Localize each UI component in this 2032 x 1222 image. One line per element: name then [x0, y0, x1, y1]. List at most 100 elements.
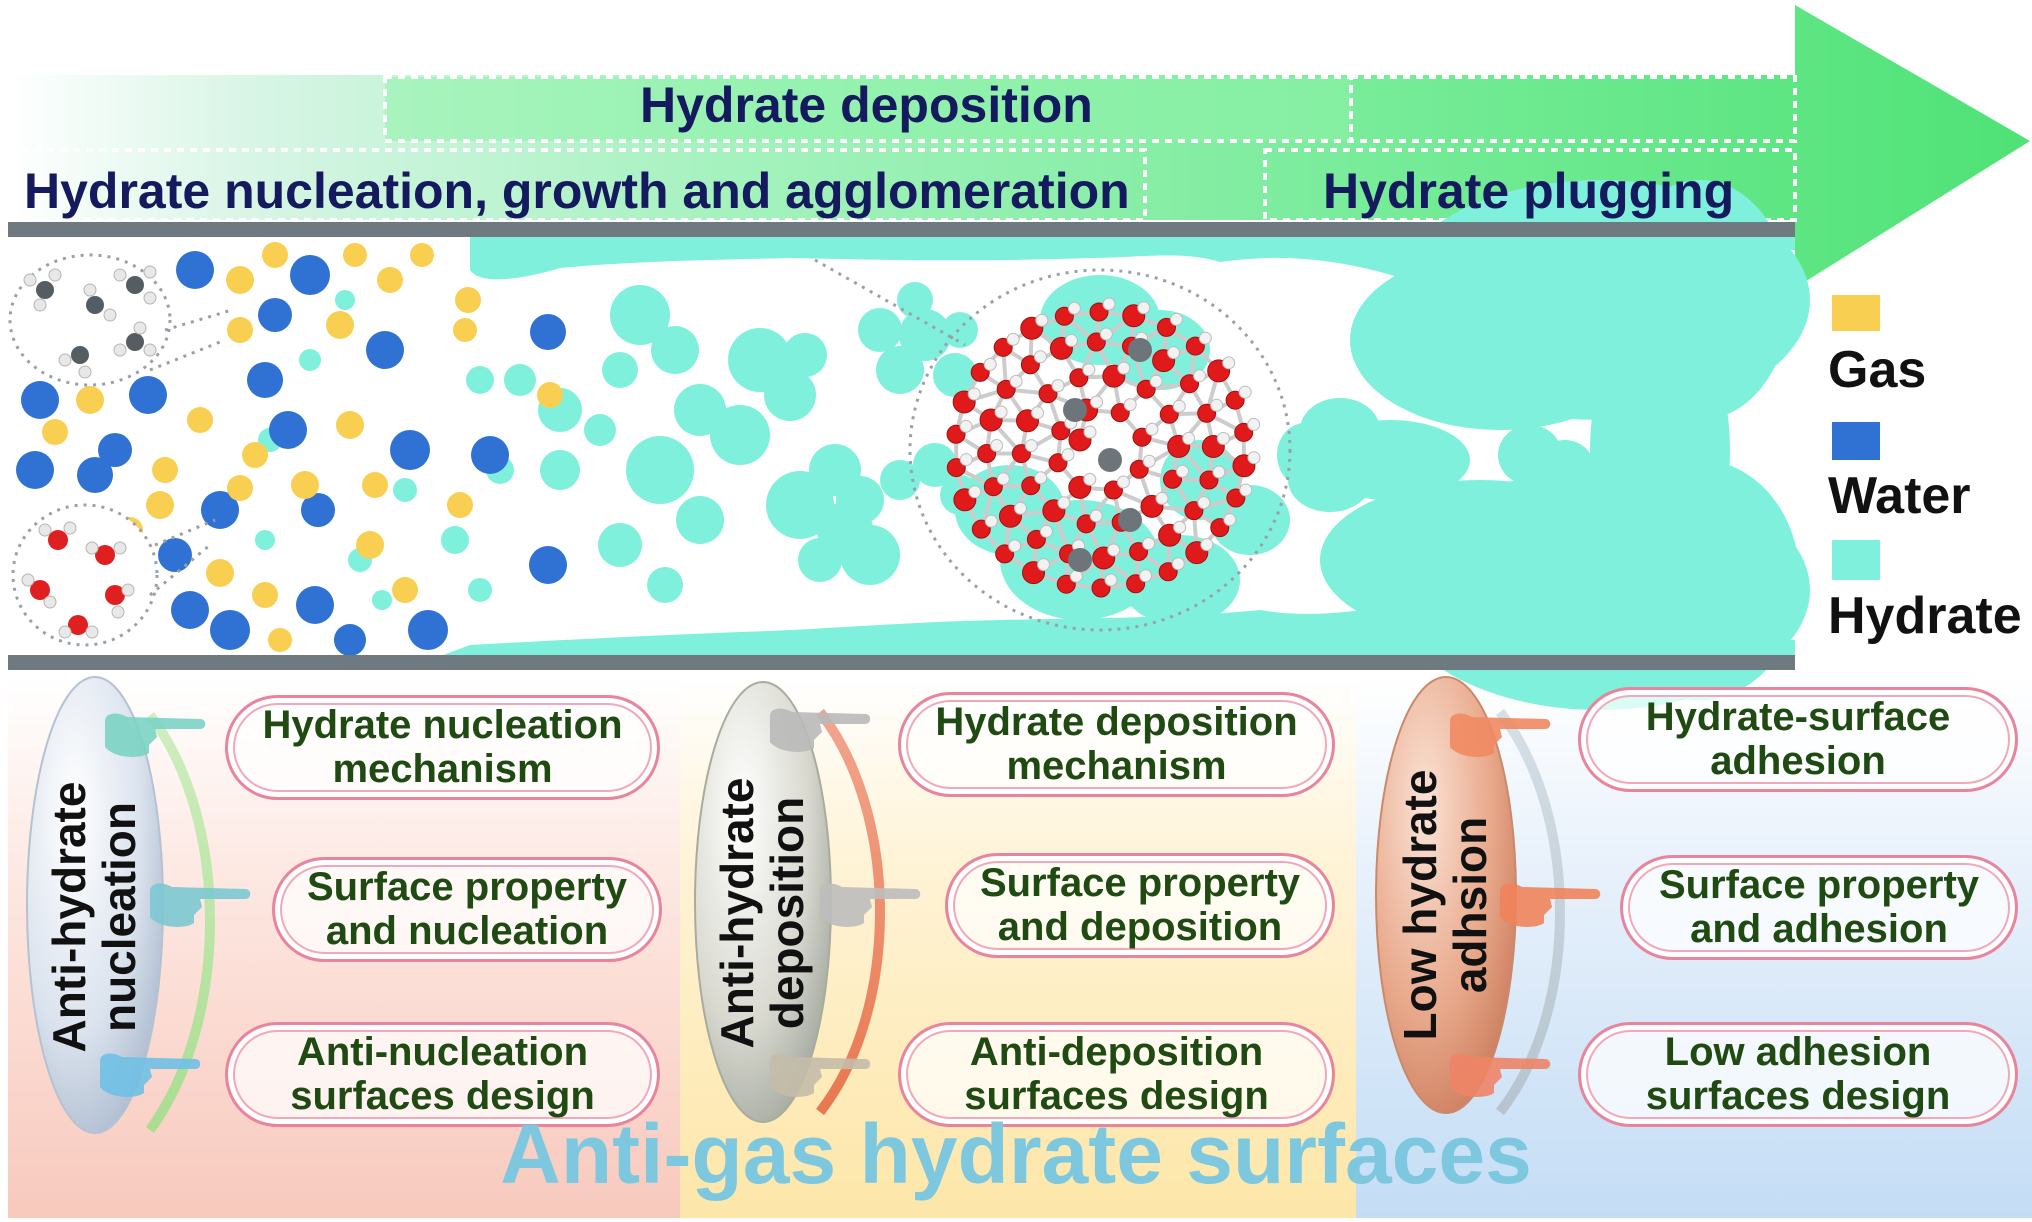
water-droplets	[16, 251, 567, 656]
cage-oxygen-atom	[993, 337, 1013, 357]
cage-hydrogen-atom	[1082, 363, 1096, 377]
cage-hydrogen-atom	[1193, 369, 1207, 383]
cage-oxygen-atom	[1020, 355, 1040, 375]
cage-oxygen-atom	[995, 544, 1015, 564]
pill-anti-nucleation-design: Anti-nucleation surfaces design	[225, 1022, 660, 1127]
pointing-hand-icon	[820, 883, 921, 927]
pointing-hand-icon	[770, 708, 871, 752]
cage-hydrogen-atom	[959, 419, 973, 433]
cage-hydrogen-atom	[1139, 569, 1153, 583]
pill-line: Surface property	[1658, 863, 1980, 908]
panel-title-deposition-line-2: deposition	[761, 796, 813, 1030]
cage-oxygen-atom	[1180, 374, 1200, 394]
cage-hydrogen-atom	[1089, 509, 1103, 523]
stage-title-deposition: Hydrate deposition	[640, 77, 1093, 133]
cage-oxygen-atom	[946, 424, 966, 444]
pill-line: Low adhesion	[1664, 1030, 1932, 1075]
cage-oxygen-atom	[971, 519, 991, 539]
pill-line: and adhesion	[1690, 906, 1948, 951]
cage-oxygen-atom	[1185, 336, 1205, 356]
cage-oxygen-atom	[1048, 453, 1068, 473]
cage-oxygen-atom	[1026, 529, 1046, 549]
pill-line: Surface property	[979, 861, 1301, 906]
cage-oxygen-atom	[946, 458, 966, 478]
cage-hydrogen-atom	[1024, 439, 1038, 453]
cage-hydrogen-atom	[983, 357, 997, 371]
stage-title-plugging: Hydrate plugging	[1323, 163, 1735, 219]
cage-hydrogen-atom	[1171, 557, 1185, 571]
hydrate-deposit-layer	[430, 180, 1810, 710]
hydrate-cage-zoom	[814, 258, 1292, 632]
cage-hydrogen-atom	[1061, 448, 1075, 462]
legend-label-gas: Gas	[1828, 341, 1927, 399]
cage-oxygen-atom	[1103, 480, 1123, 500]
cage-guest-molecule	[1063, 398, 1087, 422]
cage-hydrogen-atom	[1013, 501, 1027, 515]
cage-guest-molecule	[1128, 338, 1152, 362]
cage-hydrogen-atom	[1031, 406, 1045, 420]
pill-line: mechanism	[332, 746, 553, 791]
cage-hydrogen-atom	[1123, 398, 1137, 412]
cage-oxygen-atom	[1051, 421, 1071, 441]
cage-oxygen-atom	[1038, 384, 1058, 404]
cage-hydrogen-atom	[1104, 573, 1118, 587]
footer-title: Anti-gas hydrate surfaces	[500, 1107, 1532, 1201]
cage-hydrogen-atom	[996, 472, 1010, 486]
panel-decor-nucleation	[26, 676, 215, 1134]
cage-hydrogen-atom	[967, 387, 981, 401]
cage-hydrogen-atom	[959, 453, 973, 467]
cage-oxygen-atom	[1076, 514, 1096, 534]
cage-oxygen-atom	[1069, 368, 1089, 388]
cage-hydrogen-atom	[1090, 395, 1104, 409]
pill-line: surfaces design	[1645, 1073, 1951, 1118]
cage-hydrogen-atom	[1167, 346, 1181, 360]
cage-hydrogen-atom	[1172, 399, 1186, 413]
water-molecule-zoom	[11, 503, 216, 647]
cage-hydrogen-atom	[1247, 417, 1261, 431]
pill-line: Hydrate deposition	[935, 700, 1298, 745]
deposition-dashed-box-extension	[1349, 75, 1797, 143]
cage-hydrogen-atom	[1145, 422, 1159, 436]
cage-hydrogen-atom	[1247, 451, 1261, 465]
cage-hydrogen-atom	[1083, 472, 1097, 486]
cage-hydrogen-atom	[1149, 374, 1163, 388]
cage-oxygen-atom	[1136, 379, 1156, 399]
cage-oxygen-atom	[1126, 574, 1146, 594]
panel-title-deposition: Anti-hydrate deposition	[708, 693, 818, 1133]
cage-hydrogen-atom	[1222, 356, 1236, 370]
cage-hydrogen-atom	[1117, 361, 1131, 375]
pill-deposition-mechanism: Hydrate deposition mechanism	[898, 692, 1335, 797]
cage-hydrogen-atom	[1210, 398, 1224, 412]
cage-hydrogen-atom	[1083, 425, 1097, 439]
cage-hydrogen-atom	[1239, 483, 1253, 497]
pointing-hand-icon	[770, 1053, 871, 1097]
cage-oxygen-atom	[970, 362, 990, 382]
pill-surface-property-adhesion: Surface property and adhesion	[1620, 855, 2018, 960]
legend-label-water: Water	[1828, 467, 1971, 525]
panel-title-adhesion: Low hydrate adhsion	[1391, 685, 1501, 1125]
cage-hydrogen-atom	[1035, 313, 1049, 327]
stage-title-nucleation: Hydrate nucleation, growth and agglomera…	[24, 163, 1130, 219]
cage-hydrogen-atom	[1200, 538, 1214, 552]
cage-hydrogen-atom	[1175, 464, 1189, 478]
cage-guest-molecule	[1118, 508, 1142, 532]
cage-hydrogen-atom	[1142, 454, 1156, 468]
cage-oxygen-atom	[1199, 470, 1219, 490]
panel-title-nucleation-line-1: Anti-hydrate	[43, 781, 96, 1053]
nucleation-dashed-box	[6, 148, 1147, 222]
cage-hydrogen-atom	[1051, 379, 1065, 393]
cage-oxygen-atom	[977, 444, 997, 464]
cage-oxygen-atom	[996, 379, 1016, 399]
panel-title-nucleation-line-2: nucleation	[93, 801, 145, 1033]
cage-hydrogen-atom	[1064, 333, 1078, 347]
cage-hydrogen-atom	[990, 439, 1004, 453]
pill-line: adhesion	[1710, 738, 1886, 783]
pointing-hand-icon	[100, 1053, 201, 1097]
pointing-hand-icon	[105, 713, 206, 757]
pill-anti-deposition-design: Anti-deposition surfaces design	[898, 1022, 1335, 1127]
cage-hydrogen-atom	[968, 485, 982, 499]
cage-oxygen-atom	[1011, 444, 1031, 464]
cage-hydrogen-atom	[1039, 524, 1053, 538]
cage-oxygen-atom	[983, 477, 1003, 497]
